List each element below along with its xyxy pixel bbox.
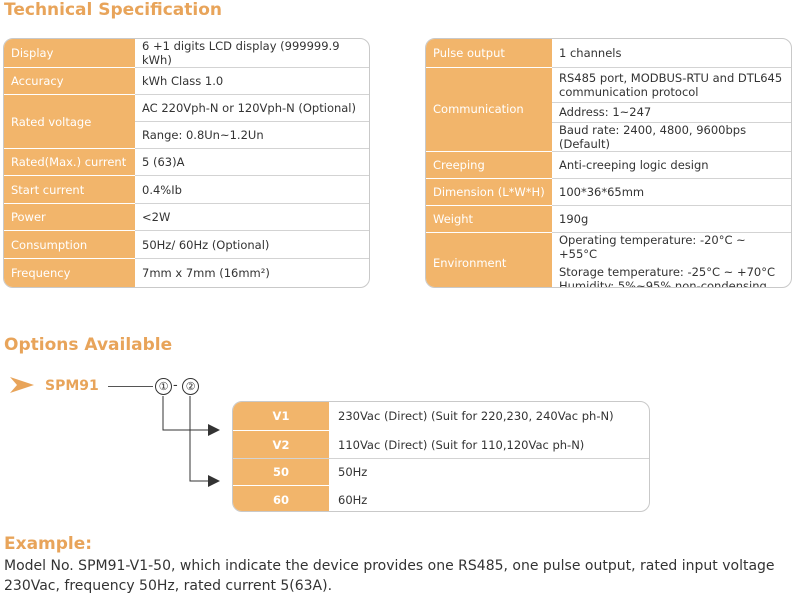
code-separator: - xyxy=(173,378,178,393)
table-row: Range: 0.8Un~1.2Un xyxy=(4,121,369,149)
spec-value: <2W xyxy=(135,203,369,231)
table-row: Rated voltage AC 220Vph-N or 120Vph-N (O… xyxy=(4,94,369,149)
spec-label: Display xyxy=(4,39,135,68)
spec-label: Frequency xyxy=(4,258,135,287)
spec-label: Power xyxy=(4,203,135,231)
spec-value: AC 220Vph-N or 120Vph-N (Optional) xyxy=(135,94,369,122)
example-text: Model No. SPM91-V1-50, which indicate th… xyxy=(4,558,775,594)
table-row: Accuracy kWh Class 1.0 xyxy=(4,67,369,95)
table-row: Communication RS485 port, MODBUS-RTU and… xyxy=(426,67,791,152)
spec-value: Baud rate: 2400, 4800, 9600bps (Default) xyxy=(552,122,791,152)
option-desc: 230Vac (Direct) (Suit for 220,230, 240Va… xyxy=(338,409,614,423)
option-code: 60 xyxy=(233,486,329,511)
tech-spec-title: Technical Specification xyxy=(4,0,223,20)
spec-label: Consumption xyxy=(4,230,135,259)
spec-value: Anti-creeping logic design xyxy=(552,151,791,179)
env-line: Operating temperature: -20°C ~ +55°C xyxy=(559,232,746,261)
spec-value: 0.4%Ib xyxy=(135,175,369,204)
spec-value: 50Hz/ 60Hz (Optional) xyxy=(135,230,369,259)
spec-label: Environment xyxy=(426,232,552,287)
option-connector-lines xyxy=(162,396,220,487)
spec-label: Dimension (L*W*H) xyxy=(426,178,552,206)
table-row: Dimension (L*W*H) 100*36*65mm xyxy=(426,178,791,206)
table-row: V2 110Vac (Direct) (Suit for 110,120Vac … xyxy=(233,431,649,458)
spec-label: Rated(Max.) current xyxy=(4,148,135,176)
option-code: V1 xyxy=(233,402,329,430)
table-row: Rated(Max.) current 5 (63)A xyxy=(4,148,369,176)
code-connector-line xyxy=(108,386,153,387)
spec-value: Operating temperature: -20°C ~ +55°C Sto… xyxy=(552,232,791,288)
spec-value: 7mm x 7mm (16mm²) xyxy=(142,266,270,281)
option-desc: 50Hz xyxy=(338,465,368,479)
table-row: Pulse output 1 channels xyxy=(426,39,791,68)
chevron-right-icon xyxy=(10,377,34,393)
table-row: V1 230Vac (Direct) (Suit for 220,230, 24… xyxy=(233,402,649,431)
spec-value: kWh Class 1.0 xyxy=(135,67,369,95)
code-1-marker: ① xyxy=(155,378,172,395)
spec-value: RS485 port, MODBUS-RTU and DTL645 commun… xyxy=(552,67,791,103)
table-row: 50 50Hz xyxy=(233,459,649,486)
right-spec-table: Pulse output 1 channels Communication RS… xyxy=(425,38,792,288)
spec-label: Start current xyxy=(4,175,135,204)
code-2-marker: ② xyxy=(182,378,199,395)
spec-value: 190g xyxy=(552,205,791,233)
option-code: V2 xyxy=(233,431,329,458)
spec-value: 6 +1 digits LCD display (999999.9 kWh) xyxy=(135,39,369,68)
env-line: Humidity: 5%~95% non-condensing xyxy=(559,278,767,288)
spec-value: 5 (63)A xyxy=(135,148,369,176)
option-code: 50 xyxy=(233,459,329,485)
spec-value: 1 channels xyxy=(552,39,791,68)
table-row: Consumption 50Hz/ 60Hz (Optional) xyxy=(4,230,369,259)
option-desc: 110Vac (Direct) (Suit for 110,120Vac ph-… xyxy=(338,437,585,452)
spec-label: Pulse output xyxy=(426,39,552,68)
model-name: SPM91 xyxy=(45,378,99,394)
spec-value: Range: 0.8Un~1.2Un xyxy=(135,121,369,149)
left-spec-table: Display 6 +1 digits LCD display (999999.… xyxy=(3,38,370,288)
options-table: V1 230Vac (Direct) (Suit for 220,230, 24… xyxy=(232,401,650,512)
options-divider xyxy=(233,458,649,459)
options-title: Options Available xyxy=(4,335,173,355)
table-row: Display 6 +1 digits LCD display (999999.… xyxy=(4,39,369,68)
table-row: 60 60Hz xyxy=(233,486,649,511)
spec-label: Communication xyxy=(426,67,552,152)
table-row: Start current 0.4%Ib xyxy=(4,175,369,204)
spec-label: Weight xyxy=(426,205,552,233)
table-row: Creeping Anti-creeping logic design xyxy=(426,151,791,179)
table-row: Environment Operating temperature: -20°C… xyxy=(426,232,791,288)
example-title: Example: xyxy=(4,534,93,554)
table-row: Baud rate: 2400, 4800, 9600bps (Default) xyxy=(426,122,791,152)
table-row: Frequency 7mm x 7mm (16mm²) xyxy=(4,258,369,287)
spec-label: Rated voltage xyxy=(4,94,135,149)
table-row: Power <2W xyxy=(4,203,369,231)
table-row: Address: 1~247 xyxy=(426,102,791,123)
option-desc: 60Hz xyxy=(338,492,368,507)
spec-label: Accuracy xyxy=(4,67,135,95)
env-line: Storage temperature: -25°C ~ +70°C xyxy=(559,264,776,279)
table-row: Weight 190g xyxy=(426,205,791,233)
spec-value: Address: 1~247 xyxy=(552,102,791,123)
spec-label: Creeping xyxy=(426,151,552,179)
spec-value: 100*36*65mm xyxy=(552,178,791,206)
